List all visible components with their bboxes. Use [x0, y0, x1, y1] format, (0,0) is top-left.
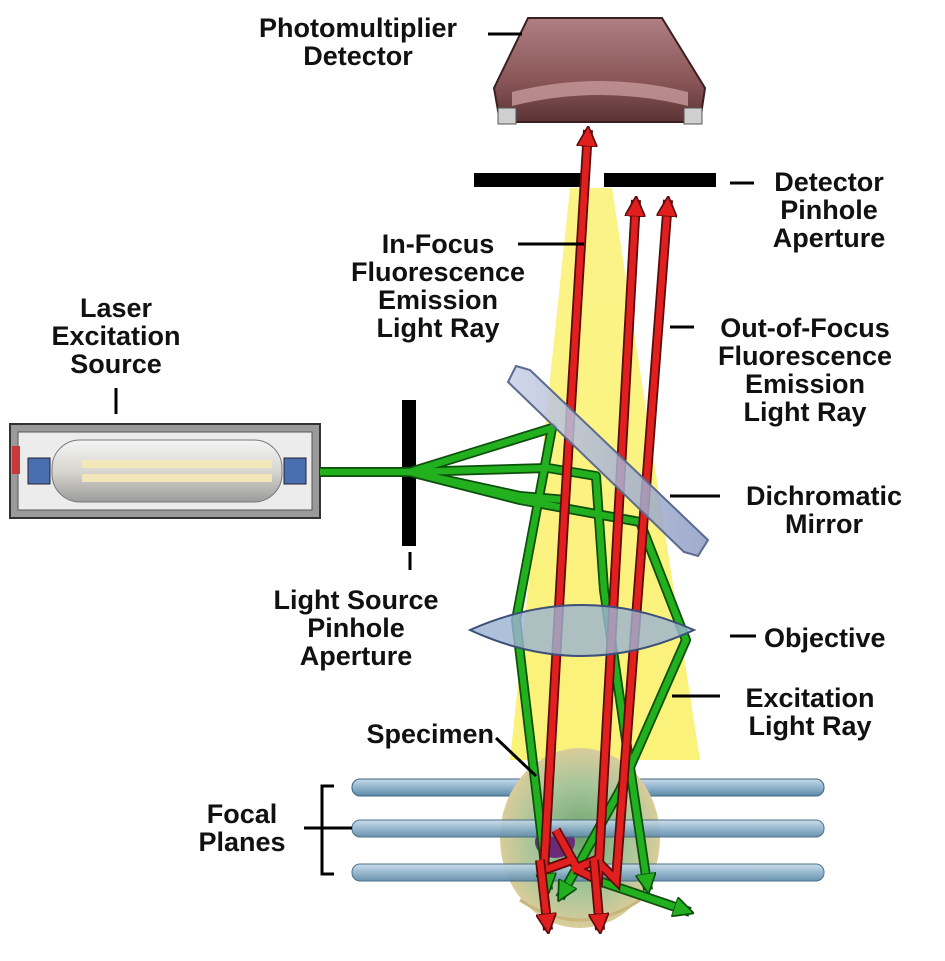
objective-lens — [467, 604, 697, 657]
excitation-label: Excitation Light Ray — [745, 683, 875, 741]
focal-plane-middle — [351, 819, 825, 838]
detector-pinhole-right — [604, 173, 716, 187]
focal-planes-label: Focal Planes — [198, 799, 286, 857]
excitation-rays — [320, 423, 690, 912]
detector-pinhole-label: Detector Pinhole Aperture — [772, 167, 886, 253]
specimen-label: Specimen — [366, 719, 494, 749]
detector-pinhole-left — [474, 173, 584, 187]
in-focus-label: In-Focus Fluorescence Emission Light Ray — [350, 229, 526, 343]
photomultiplier-label: Photomultiplier Detector — [259, 13, 457, 71]
photomultiplier-detector — [492, 17, 707, 125]
laser-label: Laser Excitation Source — [51, 293, 181, 379]
out-of-focus-label: Out-of-Focus Fluorescence Emission Light… — [717, 313, 893, 427]
dichromatic-mirror — [506, 364, 710, 558]
light-source-pinhole-label: Light Source Pinhole Aperture — [273, 585, 439, 671]
leader-lines — [114, 32, 756, 876]
emission-rays — [535, 130, 668, 930]
objective-label: Objective — [764, 623, 886, 653]
dichromatic-label: Dichromatic Mirror — [745, 481, 903, 539]
laser-source — [9, 423, 321, 519]
